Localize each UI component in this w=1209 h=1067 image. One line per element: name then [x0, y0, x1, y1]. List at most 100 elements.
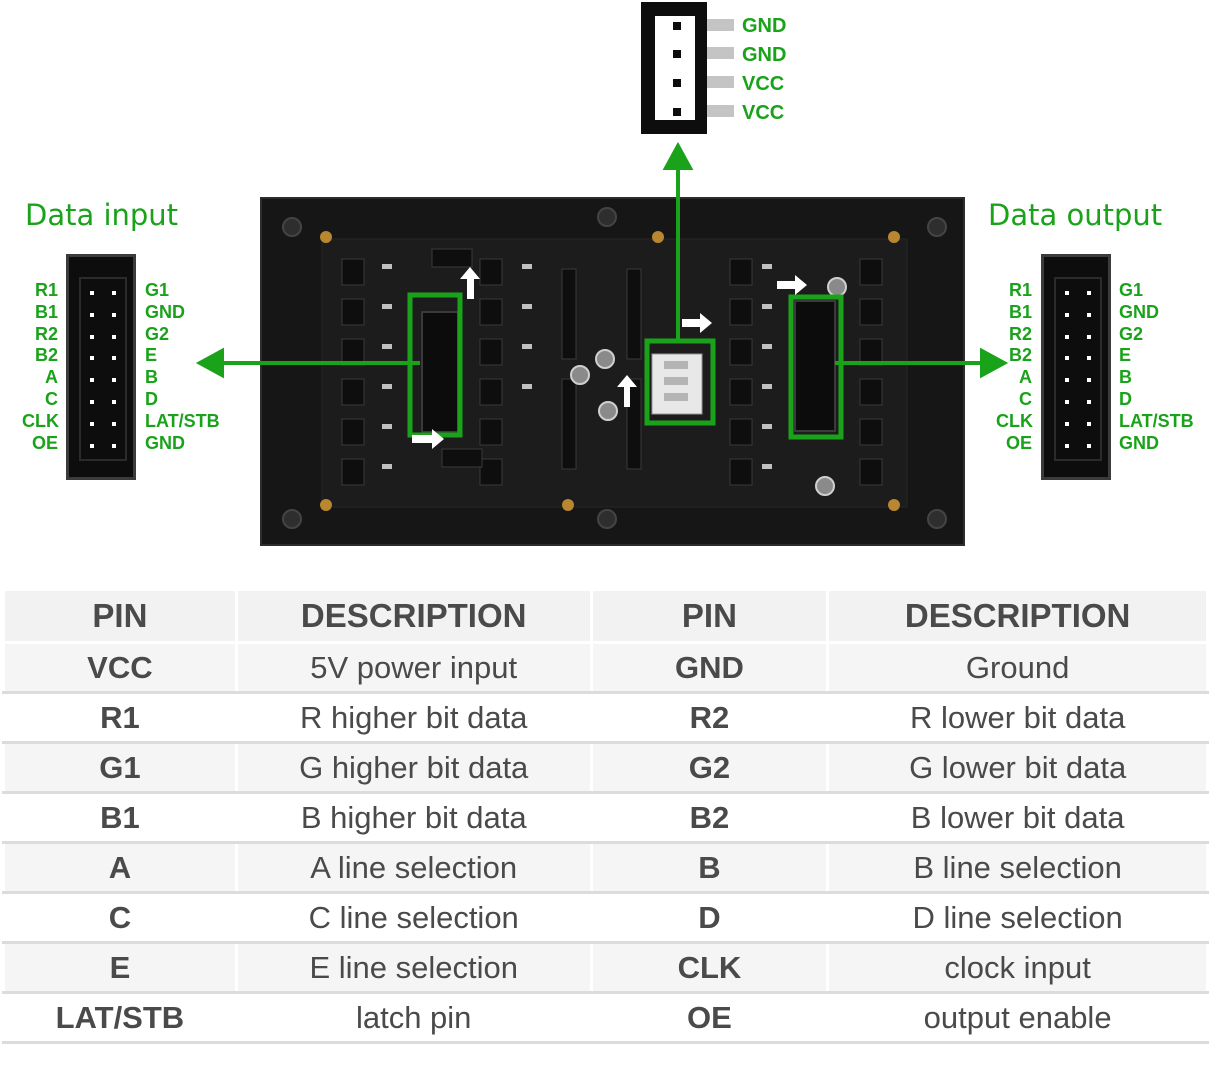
pin-name-cell: B2 — [589, 791, 830, 844]
connector-pin — [112, 400, 116, 404]
pin-label: OE — [31, 432, 58, 453]
pin-label: R2 — [1008, 323, 1032, 344]
pin-name-cell: A — [2, 841, 238, 894]
output-idc-connector — [1041, 254, 1111, 480]
power-pin — [673, 22, 681, 30]
connector-pin — [1087, 421, 1091, 426]
pin-label: R2 — [34, 323, 58, 344]
connector-pin — [1065, 378, 1069, 383]
pin-label: D — [1119, 388, 1132, 409]
column-header-pin: PIN — [589, 588, 830, 644]
connector-frame — [1054, 277, 1102, 461]
pin-description-cell: R lower bit data — [826, 691, 1209, 744]
input-left-pin-labels: R1 B1 R2 B2 A C CLK OE — [22, 280, 59, 454]
connector-pin — [112, 378, 116, 383]
connector-pin — [1087, 443, 1091, 448]
connector-pin — [1065, 400, 1069, 404]
pin-description-cell: G higher bit data — [234, 741, 593, 794]
pin-description-cell: 5V power input — [234, 641, 593, 694]
pin-label: GND — [145, 432, 185, 453]
connector-pin — [1065, 443, 1069, 448]
connector-pin — [1065, 312, 1069, 317]
input-right-pin-labels: G1 GND G2 E B D LAT/STB GND — [145, 280, 220, 454]
output-left-pin-labels: R1 B1 R2 B2 A C CLK OE — [996, 280, 1033, 454]
power-arrow-head — [662, 141, 694, 170]
pin-description-cell: D line selection — [826, 891, 1209, 944]
pin-description-cell: B lower bit data — [826, 791, 1209, 844]
pin-name-cell: OE — [589, 991, 830, 1044]
pin-label: E — [1119, 345, 1132, 366]
pin-label: B1 — [1008, 301, 1032, 322]
pin-label: GND — [1119, 432, 1159, 453]
pin-name-cell: E — [2, 941, 238, 994]
connector-pin — [1087, 291, 1091, 295]
pin-label: R1 — [34, 280, 58, 300]
pin-label: G1 — [145, 280, 170, 300]
pin-label: G2 — [145, 323, 170, 344]
power-connector-housing — [653, 14, 697, 122]
pin-description-cell: B line selection — [826, 841, 1209, 894]
pin-name-cell: G1 — [2, 741, 238, 794]
power-pin — [673, 50, 681, 58]
connector-pin — [1087, 400, 1091, 404]
column-header-description: DESCRIPTION — [234, 588, 593, 644]
input-idc-connector — [66, 254, 136, 480]
pin-label: GND — [145, 301, 185, 322]
power-lead — [707, 76, 734, 88]
connector-pin — [1065, 334, 1069, 339]
power-connector — [641, 2, 707, 134]
connector-pin — [90, 443, 94, 448]
pin-label: G1 — [1119, 280, 1144, 300]
pin-label: CLK — [996, 410, 1033, 431]
power-pin-label: VCC — [742, 73, 785, 95]
input-arrow-head — [195, 347, 224, 379]
column-header-description: DESCRIPTION — [826, 588, 1209, 644]
pin-description-cell: Ground — [826, 641, 1209, 694]
power-lead — [707, 105, 734, 117]
connector-pin — [1087, 378, 1091, 383]
pin-description-cell: clock input — [826, 941, 1209, 994]
connector-frame — [79, 277, 127, 461]
pin-label: GND — [1119, 301, 1159, 322]
output-arrow-head — [980, 347, 1009, 379]
pin-label: C — [45, 388, 58, 409]
table-header-row: PIN DESCRIPTION PIN DESCRIPTION — [2, 588, 1209, 644]
board-artwork — [262, 199, 963, 544]
connector-pin — [90, 291, 94, 295]
pin-name-cell: GND — [589, 641, 830, 694]
callout-arrows — [195, 141, 1009, 379]
pin-name-cell: B — [589, 841, 830, 894]
power-pin-label: GND — [742, 44, 787, 66]
connector-pin — [1087, 334, 1091, 339]
pin-name-cell: CLK — [589, 941, 830, 994]
pin-label: B — [145, 367, 158, 388]
connector-pin — [112, 356, 116, 361]
pin-label: A — [45, 367, 58, 388]
connector-pin — [90, 378, 94, 383]
pin-label: D — [145, 388, 158, 409]
connector-pin — [90, 400, 94, 404]
connector-pin — [1065, 421, 1069, 426]
connector-pin — [90, 334, 94, 339]
data-input-title: Data input — [25, 198, 179, 232]
connector-pin — [112, 334, 116, 339]
pin-name-cell: VCC — [2, 641, 238, 694]
connector-pin — [1087, 356, 1091, 361]
power-pin — [673, 79, 681, 87]
pin-description-cell: output enable — [826, 991, 1209, 1044]
pin-label: R1 — [1008, 280, 1032, 300]
pin-label: LAT/STB — [1119, 410, 1194, 431]
connector-pin — [112, 443, 116, 448]
column-header-pin: PIN — [2, 588, 238, 644]
pin-description-cell: A line selection — [234, 841, 593, 894]
pin-label: G2 — [1119, 323, 1144, 344]
pin-label: C — [1019, 388, 1032, 409]
connector-pin — [1087, 312, 1091, 317]
pin-label: CLK — [22, 410, 59, 431]
power-pin-label: GND — [742, 15, 787, 37]
